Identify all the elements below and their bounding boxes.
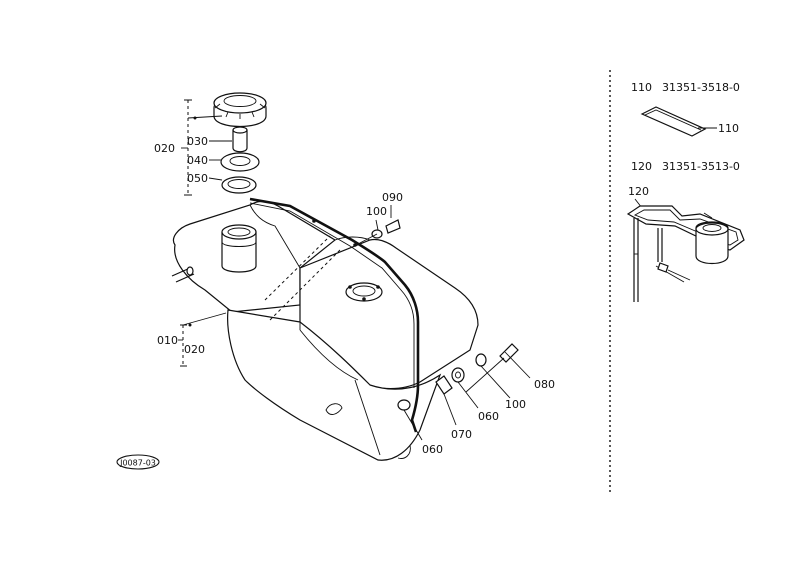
- item-110-part-number: 31351-3518-0: [662, 81, 740, 94]
- spring-washer[interactable]: [451, 367, 465, 383]
- item-120-ref: 120: [631, 160, 652, 173]
- callout-060-bottom: 060: [422, 443, 443, 456]
- callout-060-right: 060: [478, 410, 499, 423]
- item-110-callout: 110: [718, 122, 739, 135]
- decal-110[interactable]: [640, 106, 707, 137]
- spacer-collar[interactable]: [435, 375, 453, 395]
- cap-ring[interactable]: [221, 176, 257, 194]
- callout-070: 070: [451, 428, 472, 441]
- callout-030: 030: [187, 135, 208, 148]
- callout-100-right: 100: [505, 398, 526, 411]
- tank-bracket-120[interactable]: [626, 205, 745, 302]
- cap-assembly-bracket: [181, 99, 232, 196]
- callout-050: 050: [187, 172, 208, 185]
- item-120-callout: 120: [628, 185, 649, 198]
- diagram-code: J0087-03: [119, 459, 156, 468]
- callout-080: 080: [534, 378, 555, 391]
- leader-lines: [178, 205, 531, 441]
- cap-gasket[interactable]: [220, 152, 260, 172]
- item-110-ref: 110: [631, 81, 652, 94]
- callout-020-cap: 020: [154, 142, 175, 155]
- fuel-tank[interactable]: [171, 200, 479, 461]
- washer-right[interactable]: [475, 353, 487, 367]
- diagram-code-badge: J0087-03: [116, 454, 160, 470]
- item-120-part-number: 31351-3513-0: [662, 160, 740, 173]
- callout-020-tank: 020: [184, 343, 205, 356]
- cap-strainer[interactable]: [232, 126, 248, 153]
- callout-010: 010: [157, 334, 178, 347]
- callout-090: 090: [382, 191, 403, 204]
- strap-bolt-right[interactable]: [465, 343, 519, 393]
- fuel-cap[interactable]: [213, 92, 267, 127]
- callout-100-top: 100: [366, 205, 387, 218]
- tank-strap[interactable]: [249, 197, 420, 433]
- callout-040: 040: [187, 154, 208, 167]
- strap-bolt-top[interactable]: [357, 219, 401, 245]
